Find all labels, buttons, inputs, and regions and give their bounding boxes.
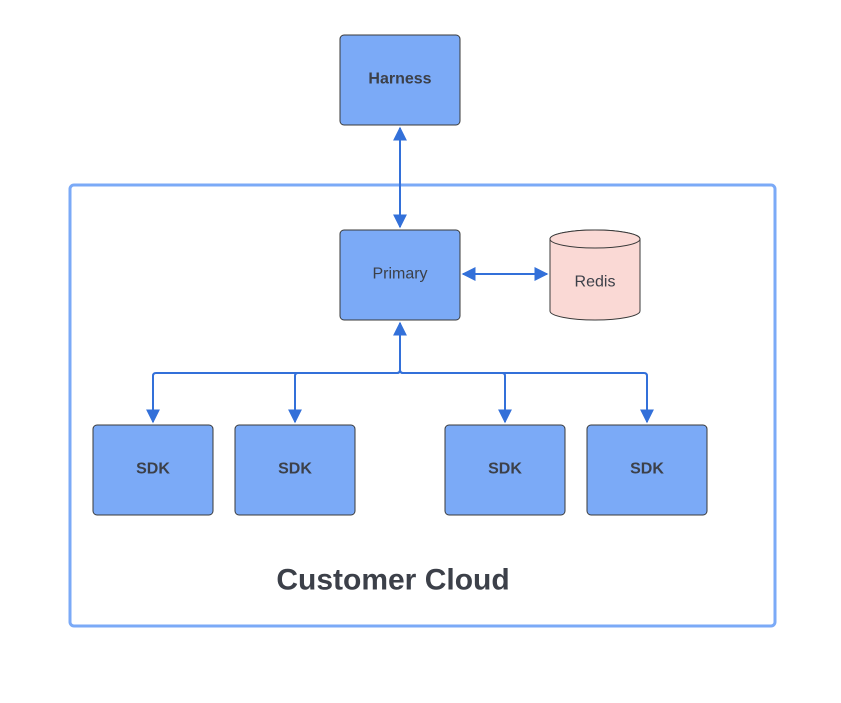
node-primary-label: Primary xyxy=(372,266,427,283)
node-sdk-4-label: SDK xyxy=(630,461,664,478)
node-sdk-3-label: SDK xyxy=(488,461,522,478)
node-harness: Harness xyxy=(339,34,461,126)
edge-primary-sdk-4 xyxy=(399,369,654,424)
node-redis-database: Redis xyxy=(549,229,641,321)
node-sdk-4: SDK xyxy=(586,424,708,516)
node-sdk-2: SDK xyxy=(234,424,356,516)
node-sdk-3: SDK xyxy=(444,424,566,516)
node-sdk-1-label: SDK xyxy=(136,461,170,478)
node-redis-label: Redis xyxy=(575,274,616,291)
node-sdk-2-label: SDK xyxy=(278,461,312,478)
customer-cloud-label: Customer Cloud xyxy=(276,564,509,597)
node-primary: Primary xyxy=(339,229,461,321)
node-sdk-1: SDK xyxy=(92,424,214,516)
node-harness-label: Harness xyxy=(368,71,431,88)
